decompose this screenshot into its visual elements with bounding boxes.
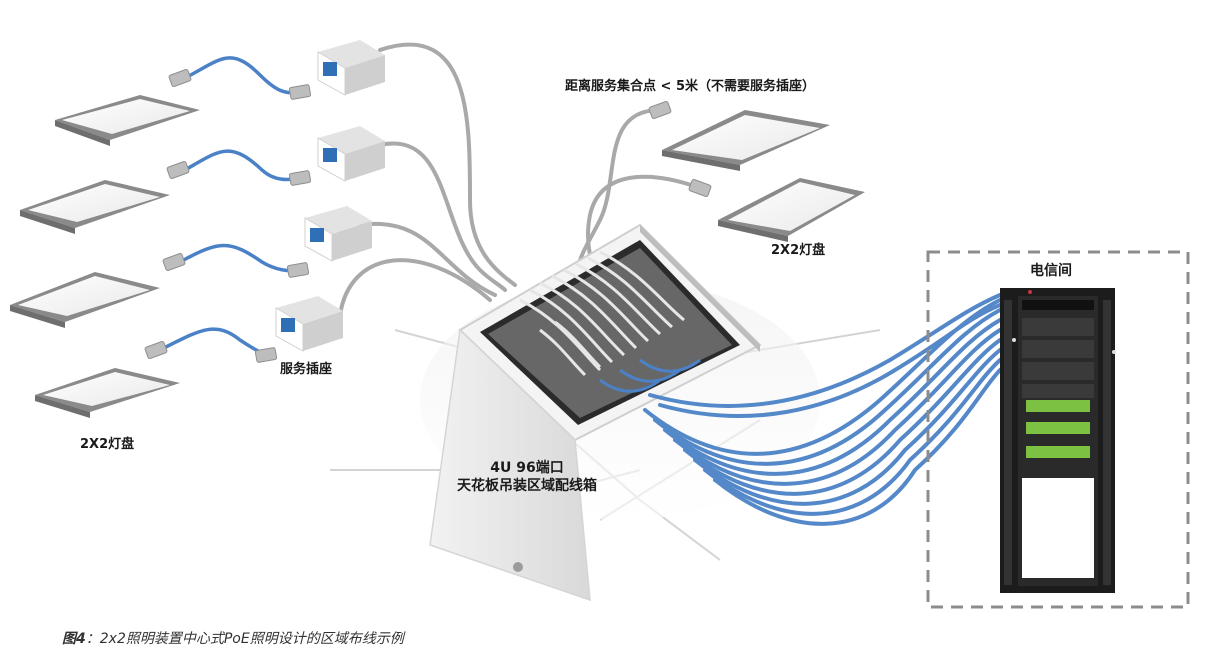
fixture-left-4 bbox=[35, 368, 180, 418]
patch-panel-blue bbox=[599, 358, 701, 393]
fixture-left-3 bbox=[10, 272, 160, 328]
blue-trunk-cables bbox=[643, 293, 1002, 526]
service-outlet-label: 服务插座 bbox=[280, 362, 333, 377]
fixture-label-right: 2X2灯盘 bbox=[771, 243, 826, 258]
zone-box-label-line2: 天花板吊装区域配线箱 bbox=[457, 477, 597, 494]
service-outlet-4 bbox=[275, 296, 343, 352]
telecom-room-border bbox=[926, 250, 1190, 609]
fixture-right-2 bbox=[718, 178, 865, 242]
service-outlet-1 bbox=[317, 40, 385, 96]
patch-panel-cords bbox=[519, 250, 685, 377]
service-point-note: 距离服务集合点 < 5米（不需要服务插座） bbox=[565, 79, 815, 94]
fixture-label-left: 2X2灯盘 bbox=[80, 437, 135, 452]
rj45-plugs bbox=[144, 69, 712, 363]
zone-enclosure bbox=[429, 223, 762, 602]
service-outlet-3 bbox=[304, 206, 372, 262]
service-outlet-2 bbox=[317, 126, 385, 182]
grey-cables-outlets bbox=[338, 42, 517, 317]
fixture-left-1 bbox=[55, 95, 200, 146]
figure-caption-text: ：2x2照明装置中心式PoE照明设计的区域布线示例 bbox=[85, 631, 404, 647]
fixture-right-1 bbox=[662, 110, 830, 171]
zone-box-label-line1: 4U 96端口 bbox=[490, 460, 564, 476]
server-rack bbox=[1000, 288, 1116, 593]
telecom-room-label: 电信间 bbox=[1030, 263, 1072, 279]
figure-number: 图4 bbox=[62, 631, 86, 647]
zone-box-label: 4U 96端口 天花板吊装区域配线箱 bbox=[397, 460, 657, 495]
figure-caption: 图4：2x2照明装置中心式PoE照明设计的区域布线示例 bbox=[62, 628, 404, 648]
fixture-left-2 bbox=[20, 180, 170, 234]
